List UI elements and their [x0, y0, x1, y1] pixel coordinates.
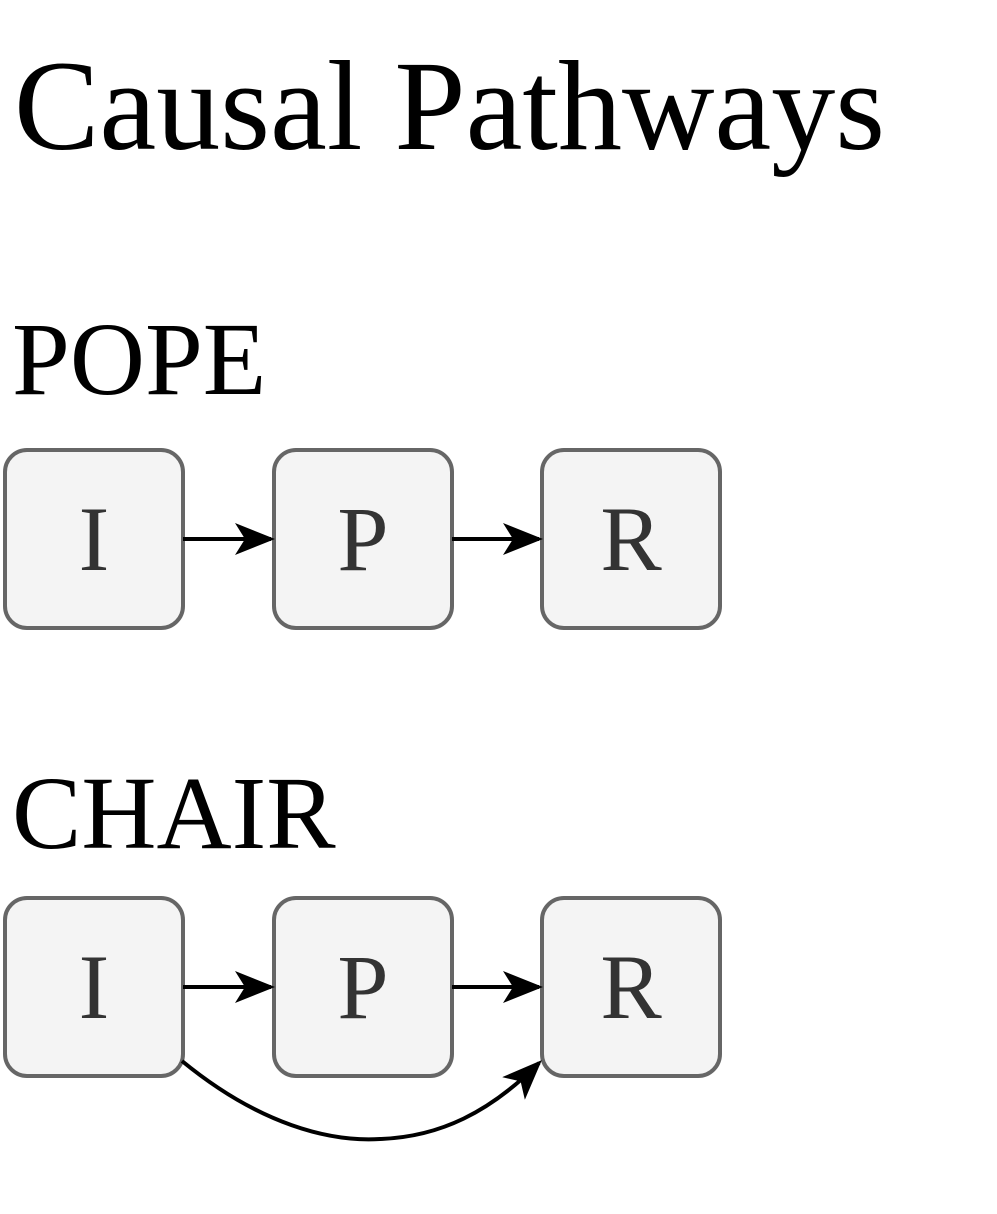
pope-node-i: I [3, 448, 185, 630]
chair-title: CHAIR [12, 756, 336, 871]
page-title: Causal Pathways [14, 35, 885, 177]
chair-node-r-label: R [600, 936, 662, 1038]
pope-node-p: P [272, 448, 454, 630]
chair-node-p-label: P [337, 936, 388, 1038]
pope-diagram: I P R [3, 448, 722, 630]
chair-node-i: I [3, 896, 185, 1078]
pope-title: POPE [12, 302, 267, 417]
pope-node-p-label: P [337, 488, 388, 590]
pope-node-i-label: I [79, 488, 110, 590]
chair-node-r: R [540, 896, 722, 1078]
chair-diagram: I P R [3, 896, 722, 1142]
pope-node-r-label: R [600, 488, 662, 590]
chair-node-i-label: I [79, 936, 110, 1038]
chair-node-p: P [272, 896, 454, 1078]
pope-node-r: R [540, 448, 722, 630]
chair-edge-i-r [180, 1059, 542, 1142]
